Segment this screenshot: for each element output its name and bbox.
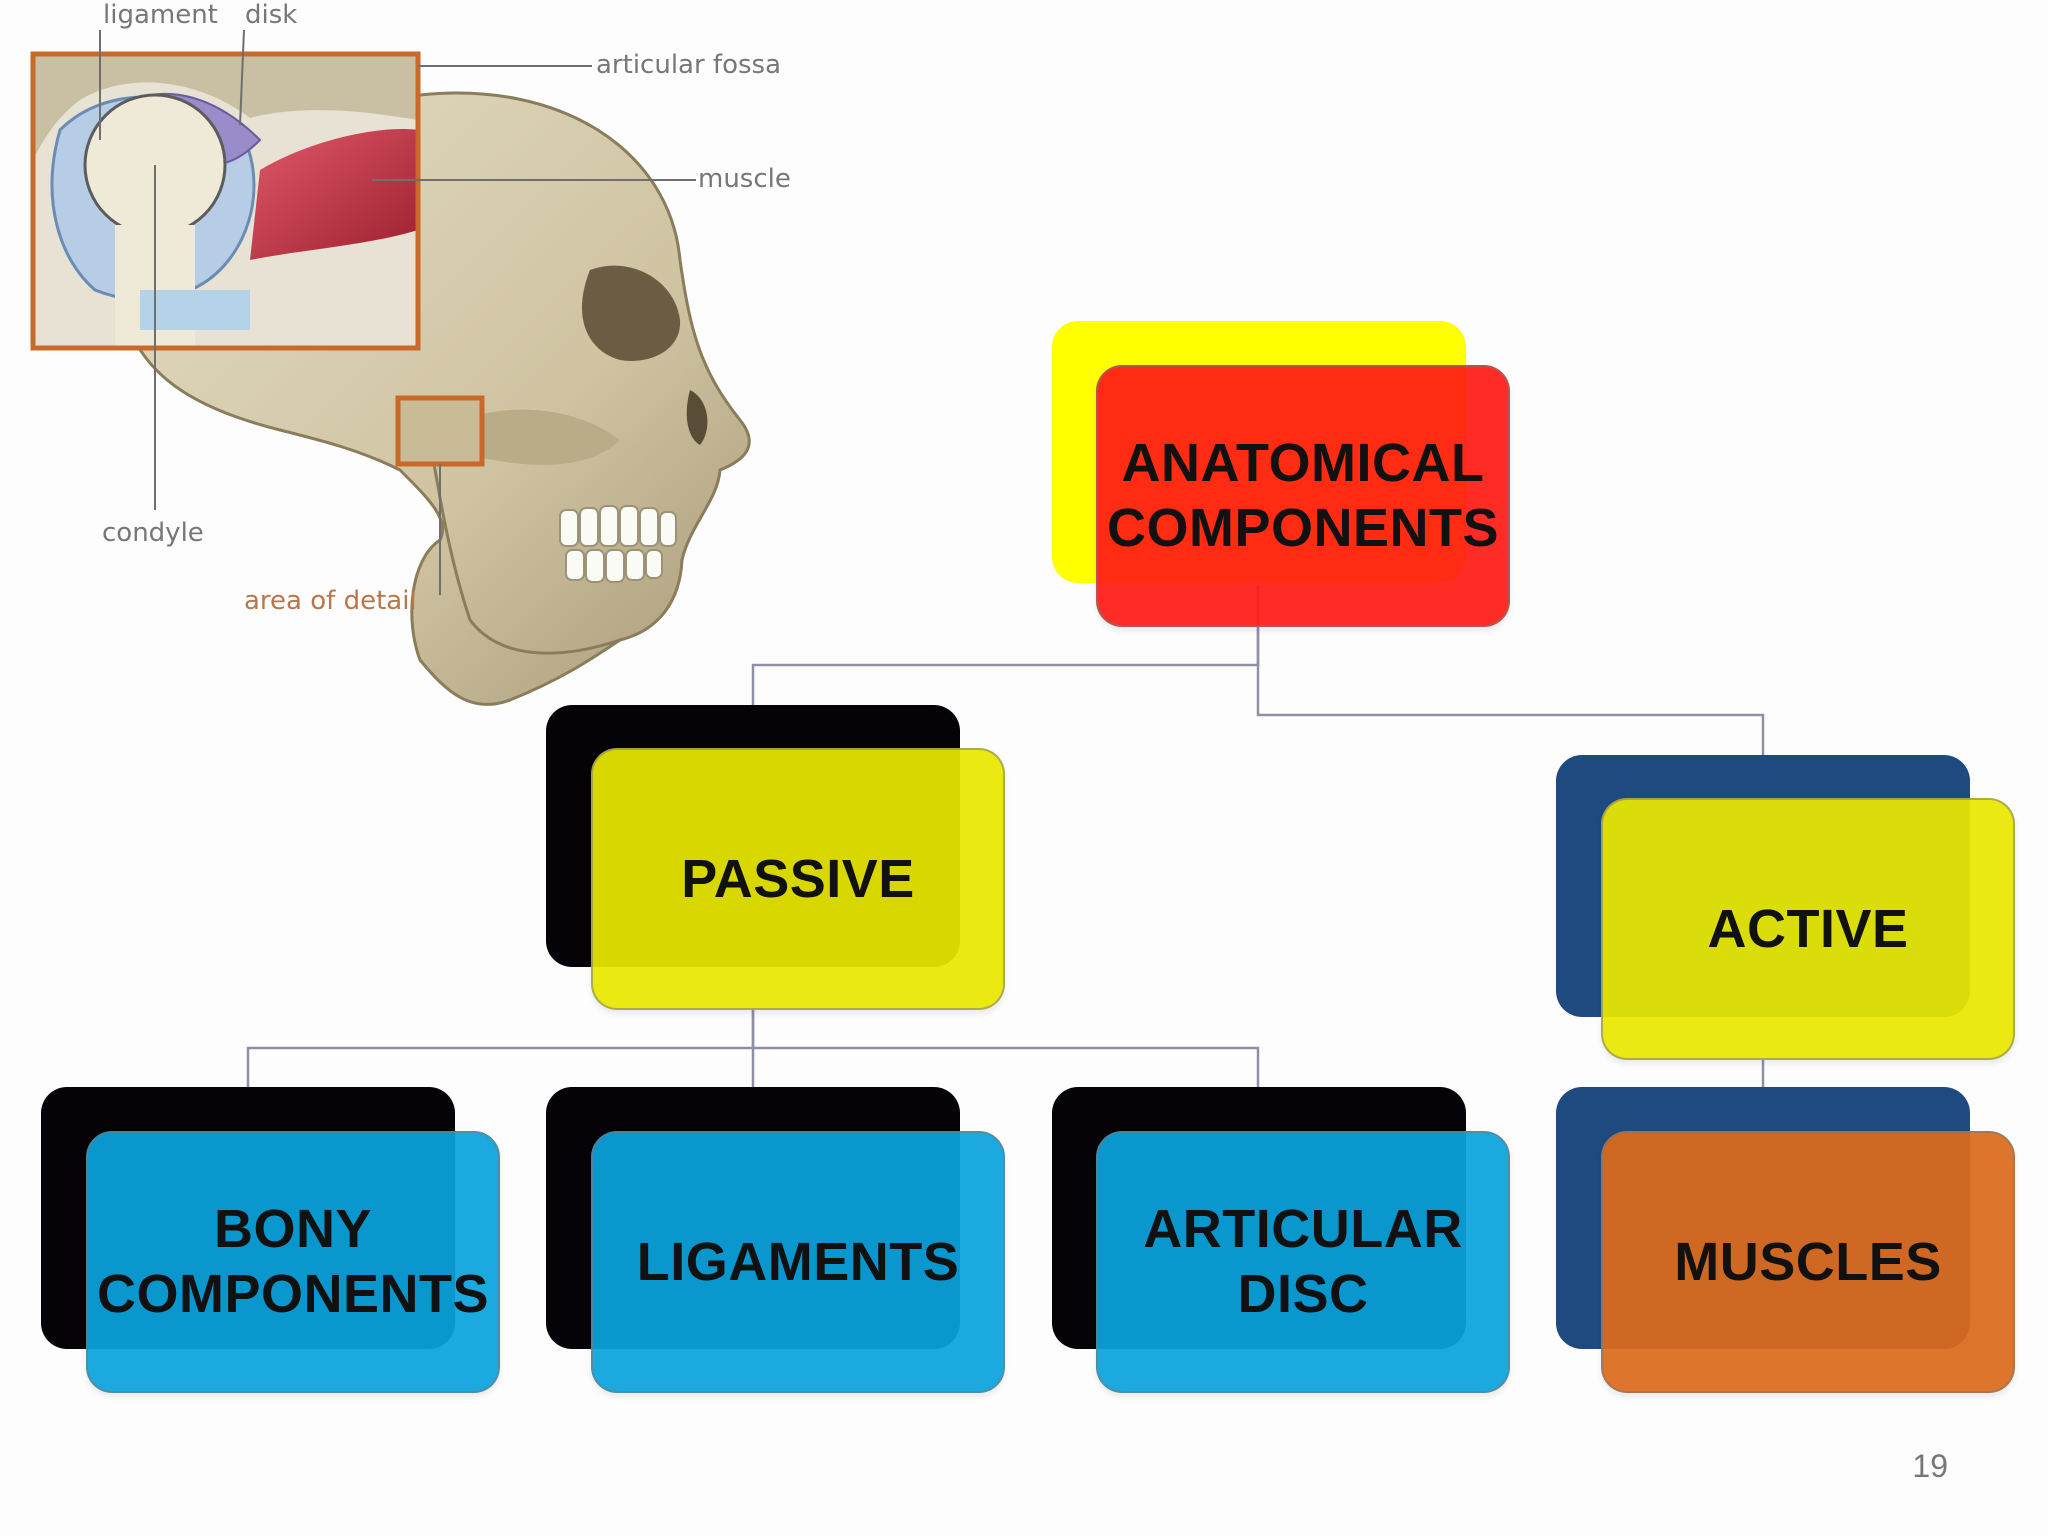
leader-lines — [99, 29, 696, 595]
muscles-label: MUSCLES — [1674, 1231, 1942, 1292]
bony-components-label: BONY COMPONENTS — [96, 1199, 490, 1324]
orbit-shape — [581, 265, 681, 361]
zygomatic-shape — [460, 409, 620, 465]
nasal-shape — [686, 390, 708, 445]
anatomical-components-node[interactable]: ANATOMICAL COMPONENTS — [1096, 365, 1510, 627]
page-number: 19 — [1912, 1448, 1948, 1484]
skull-illustration — [30, 29, 751, 706]
area-of-detail-label: area of detail — [244, 586, 417, 616]
connector-passive-disc — [753, 1046, 1260, 1087]
bony-components-node[interactable]: BONY COMPONENTS — [86, 1131, 500, 1393]
articular-disc-label: ARTICULAR DISC — [1143, 1199, 1463, 1324]
disk-label: disk — [245, 0, 298, 30]
anatomical-components-label: ANATOMICAL COMPONENTS — [1106, 433, 1500, 558]
active-node[interactable]: ACTIVE — [1601, 798, 2015, 1060]
ligament-label: ligament — [103, 0, 218, 30]
muscles-node[interactable]: MUSCLES — [1601, 1131, 2015, 1393]
ligament-fibers — [140, 290, 250, 330]
ligaments-label: LIGAMENTS — [636, 1231, 960, 1292]
muscle-label: muscle — [698, 164, 791, 194]
passive-label: PASSIVE — [681, 848, 915, 909]
area-of-detail-box — [395, 395, 485, 467]
articular-fossa-label: articular fossa — [596, 50, 782, 80]
inset-frame — [30, 51, 421, 351]
passive-node[interactable]: PASSIVE — [591, 748, 1005, 1010]
condyle-label: condyle — [102, 518, 204, 548]
articular-disc-node[interactable]: ARTICULAR DISC — [1096, 1131, 1510, 1393]
fossa-bone — [33, 54, 418, 160]
ligaments-node[interactable]: LIGAMENTS — [591, 1131, 1005, 1393]
connector-passive-bony — [246, 1010, 755, 1087]
active-label: ACTIVE — [1707, 898, 1909, 959]
teeth — [559, 505, 677, 583]
tmj-illustration: ligament disk articular fossa muscle con… — [0, 0, 800, 730]
connector-root-active — [1256, 585, 1765, 755]
muscle-detail — [250, 129, 418, 260]
